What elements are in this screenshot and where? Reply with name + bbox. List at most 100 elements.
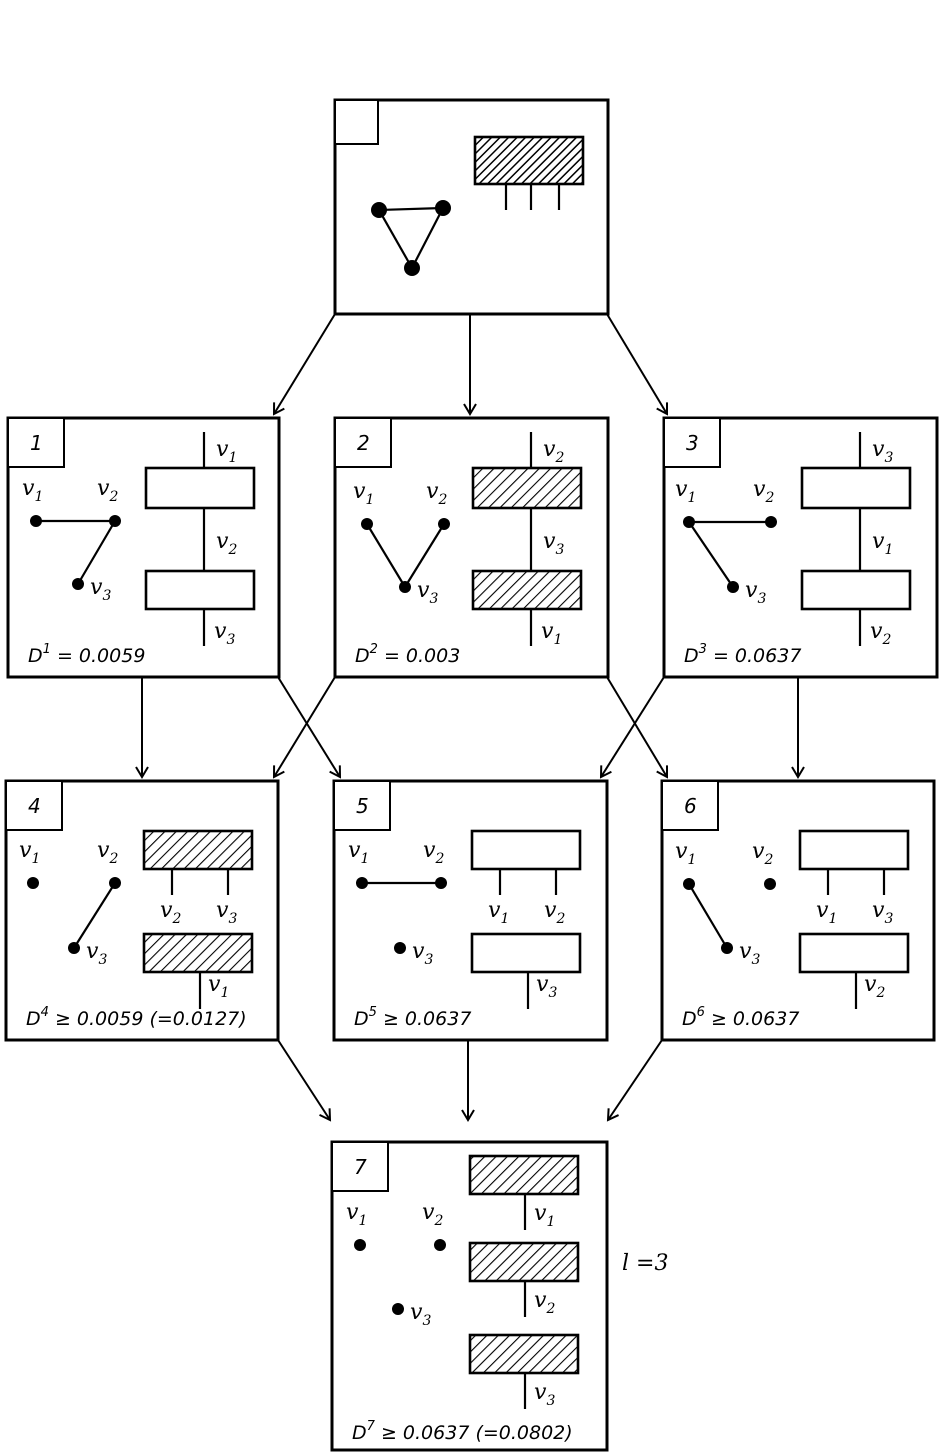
graph-vertex — [68, 942, 80, 954]
graph-vertex — [435, 877, 447, 889]
node-id-tag — [333, 780, 391, 831]
graph-vertex — [392, 1303, 404, 1315]
bound-formula: D7 ≥ 0.0637 (=0.0802) — [352, 1419, 573, 1444]
node-id-tag — [663, 417, 721, 468]
pin-label: v1 — [872, 529, 893, 558]
node-id: 1 — [30, 431, 43, 455]
vertex-label-v3: v3 — [739, 939, 760, 968]
block — [468, 1241, 580, 1283]
tree-arrows — [135, 313, 805, 1122]
graph-edge — [688, 521, 734, 588]
graph-vertex — [765, 516, 777, 528]
graph-vertex — [109, 515, 121, 527]
bound-formula: D2 = 0.003 — [355, 642, 460, 667]
graph-vertex — [72, 578, 84, 590]
pin-label: v1 — [816, 898, 837, 927]
graph-edge — [366, 523, 406, 588]
pin-label: v3 — [216, 898, 237, 927]
pin-label: v2 — [216, 529, 237, 558]
block — [468, 1333, 580, 1375]
pin-label: v3 — [536, 972, 557, 1001]
vertex-label-v2: v2 — [97, 476, 118, 505]
arrow-4-7 — [277, 1039, 332, 1122]
block — [144, 569, 256, 611]
block — [471, 466, 583, 510]
bound-formula: D1 = 0.0059 — [28, 642, 145, 667]
vertex-label-v3: v3 — [86, 939, 107, 968]
node-id-tag — [334, 99, 379, 145]
pin-label: v2 — [534, 1288, 555, 1317]
graph-vertex — [438, 518, 450, 530]
block — [142, 829, 254, 871]
block — [468, 1154, 580, 1196]
node-layout: v3 v1 v2 — [800, 432, 912, 648]
graph-edge — [688, 883, 728, 949]
pin-label: v2 — [544, 898, 565, 927]
pin-label: v1 — [216, 437, 237, 466]
vertex-label-v2: v2 — [97, 838, 118, 867]
pin-label: v3 — [872, 437, 893, 466]
pin-label: v1 — [488, 898, 509, 927]
block — [798, 829, 910, 871]
block — [471, 569, 583, 611]
node-layout: v2 v3 v1 — [142, 829, 254, 1009]
pin-label: v2 — [160, 898, 181, 927]
bound-formula: D5 ≥ 0.0637 — [354, 1005, 471, 1030]
block — [470, 932, 582, 974]
node-layout: v1 v2 v3 — [144, 432, 256, 648]
graph-vertex — [354, 1239, 366, 1251]
pin-label: v3 — [534, 1380, 555, 1409]
graph-vertex — [435, 200, 451, 216]
node-id: 5 — [356, 794, 369, 818]
graph-vertex — [371, 202, 387, 218]
graph-vertex — [394, 942, 406, 954]
tree-node-root — [333, 98, 610, 316]
graph-vertex — [404, 260, 420, 276]
pin-label: v2 — [543, 437, 564, 466]
graph-vertex — [727, 581, 739, 593]
pin-label: v2 — [870, 619, 891, 648]
arrow-2-4 — [272, 676, 336, 779]
vertex-label-v2: v2 — [423, 838, 444, 867]
graph-vertex — [109, 877, 121, 889]
graph-vertex — [361, 518, 373, 530]
pin-label: v2 — [864, 972, 885, 1001]
arrow-6-7 — [606, 1039, 663, 1122]
vertex-label-v3: v3 — [745, 578, 766, 607]
vertex-label-v1: v1 — [19, 838, 40, 867]
graph-edge — [77, 520, 116, 585]
graph-vertex — [30, 515, 42, 527]
vertex-label-v1: v1 — [346, 1200, 367, 1229]
node-layout: v1 v2 v3 — [470, 829, 582, 1009]
node-id-tag — [5, 780, 63, 831]
arrow-1-5 — [277, 676, 342, 779]
node-id-tag — [7, 417, 65, 468]
pin-label: v1 — [208, 972, 229, 1001]
pin-label: v3 — [214, 619, 235, 648]
bound-formula: D4 ≥ 0.0059 (=0.0127) — [26, 1005, 247, 1030]
block — [142, 932, 254, 974]
vertex-label-v3: v3 — [412, 939, 433, 968]
node-id-tag — [331, 1141, 389, 1192]
vertex-label-v2: v2 — [753, 477, 774, 506]
vertex-label-v1: v1 — [22, 476, 43, 505]
vertex-label-v1: v1 — [353, 479, 374, 508]
graph-edge — [404, 523, 445, 588]
graph-vertex — [683, 516, 695, 528]
node-id: 6 — [684, 794, 697, 818]
node-id: 2 — [357, 431, 370, 455]
pin-label: v1 — [534, 1201, 555, 1230]
pin-label: v1 — [541, 619, 562, 648]
